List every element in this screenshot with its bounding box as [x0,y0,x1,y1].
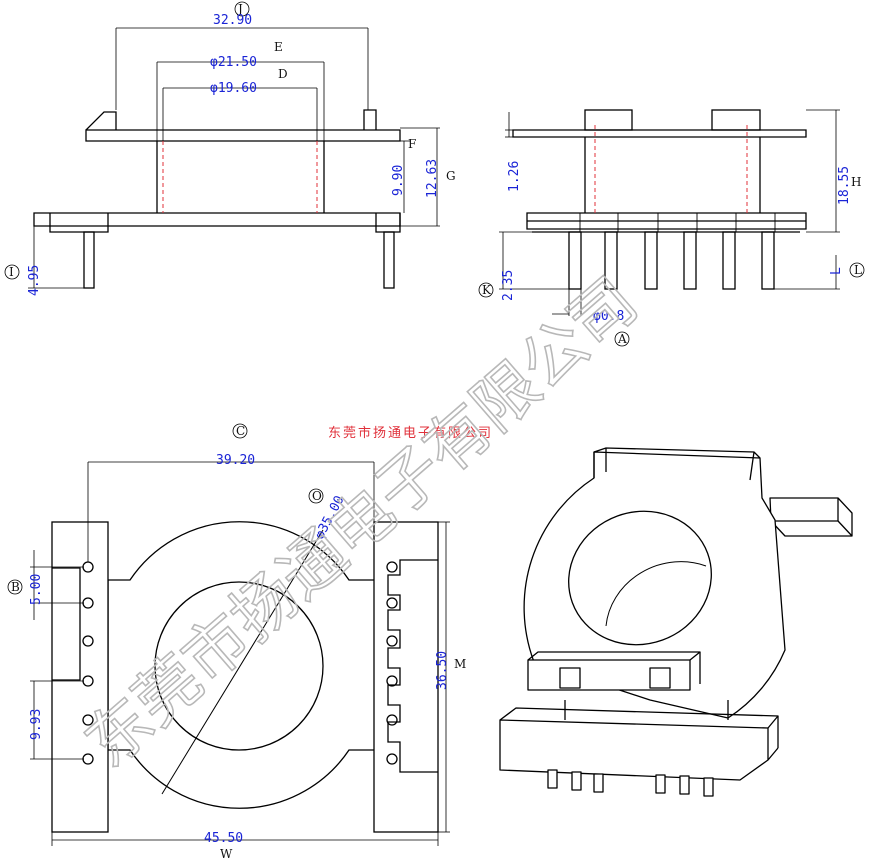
dim-letter-k: K [482,283,492,297]
front-top-flange [85,129,401,142]
dim-d-value: φ19.60 [210,81,257,96]
dim-a-value: φ0.8 [593,309,624,324]
iso-pins [547,769,714,797]
dim-b-value: 5.00 [29,574,44,605]
isometric-view [499,447,853,797]
side-view [512,109,807,290]
front-base-left-step [49,213,109,233]
dim-k-value: 2.35 [501,270,516,301]
iso-upper-rail [527,659,691,691]
dim-h-value: 18.55 [837,166,852,205]
dim-letter-c: C [236,424,245,438]
dim-e-value: φ21.50 [210,55,257,70]
bottom-diameter-line [161,529,324,795]
bottom-core-hole [154,581,324,751]
bottom-view [51,521,439,833]
front-pin-right [383,231,395,289]
bottom-right-rail [373,521,439,833]
dim-f-value: 9.90 [391,165,406,196]
dim-letter-i: I [9,265,14,279]
dim-g-value: 12.63 [425,159,440,198]
dim-letter-a: A [617,332,627,346]
front-view [33,109,401,289]
iso-base-rail [499,719,769,781]
side-pins [568,231,775,290]
iso-core-hole [568,510,712,646]
bottom-left-notch [52,567,81,681]
side-view-labels: 1.26 H 18.55 L L K 2.35 φ0.8 A [478,161,865,347]
dim-letter-h: H [851,175,861,189]
front-pin-left [83,231,95,289]
side-view-dim-lines [499,109,840,316]
dim-9-93-value: 9.93 [29,709,44,740]
bottom-view-dim-lines [30,461,450,846]
side-top-boss-left [584,109,633,131]
dim-l-value: L [829,267,844,275]
dim-w-value: 45.50 [204,831,243,846]
bottom-right-comb [387,559,438,773]
dim-letter-j: J [236,2,243,16]
front-base-right-step [375,213,401,233]
dim-letter-m: M [454,657,466,671]
dim-letter-b: B [11,580,20,594]
front-view-labels: J 32.90 E φ21.50 D φ19.60 F 9.90 G 12.63… [4,1,456,296]
front-top-left-lip [85,111,117,131]
company-name-line: 东莞市扬通电子有限公司 [328,425,493,441]
side-view-centerlines [594,125,748,213]
dim-letter-d: D [278,67,288,81]
dim-i-value: 4.95 [27,265,42,296]
front-view-centerlines [162,141,318,213]
dim-1-26-value: 1.26 [507,161,522,192]
dim-letter-f: F [408,137,416,151]
front-view-dim-lines [28,27,440,289]
dim-letter-w: W [220,847,233,858]
dim-c-value: 39.20 [216,453,255,468]
dim-letter-g: G [446,169,456,183]
side-base-flange [526,212,807,230]
dim-letter-o: O [312,489,322,503]
dim-letter-e: E [274,40,283,54]
side-top-boss-right [711,109,761,131]
dim-m-value: 36.50 [435,651,450,690]
dim-letter-l: L [854,263,862,277]
iso-side-tab [769,497,853,537]
front-top-right-lip [363,109,377,130]
side-top-flange [512,129,807,138]
front-base-flange [33,212,401,227]
dim-j-value: 32.90 [213,13,252,28]
